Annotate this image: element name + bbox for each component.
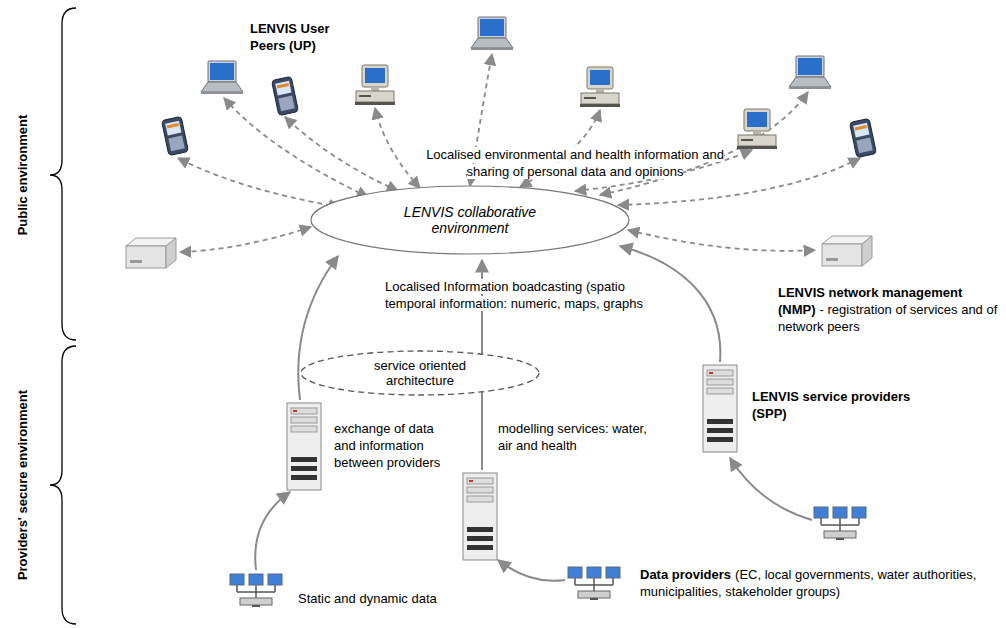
brace [50, 8, 76, 340]
dashed-ellipse: service oriented architecture [300, 350, 540, 396]
text-label: Public environment [15, 115, 30, 236]
text-label: LENVIS User Peers (UP) [250, 21, 329, 53]
text-label: Static and dynamic data [298, 591, 437, 606]
ellipse-shape [311, 186, 629, 254]
server-icon [287, 403, 321, 490]
node-text-holder: service oriented architecture [360, 358, 480, 388]
label-block: modelling services: water, air and healt… [498, 420, 648, 454]
server-icon [463, 473, 497, 560]
label-block: Localised Information boadcasting (spati… [385, 278, 677, 312]
data-provider-icon [230, 574, 282, 607]
phone-icon [849, 118, 876, 157]
ellipse-shape [301, 351, 539, 395]
node-text-holder: LENVIS collaborative environment [380, 204, 560, 236]
server-icon [703, 365, 737, 452]
text-label: exchange of data and information between… [334, 421, 440, 470]
node-text: LENVIS collaborative environment [380, 204, 560, 236]
desktop-icon [580, 67, 620, 107]
brace [50, 346, 76, 624]
laptop-icon [471, 17, 513, 50]
ellipse-node: LENVIS collaborative environment [310, 185, 630, 255]
label-block: LENVIS service providers (SPP) [752, 388, 912, 422]
label-block: Static and dynamic data [298, 590, 468, 607]
desktop-icon [737, 109, 777, 149]
label-block: LENVIS network management (NMP)- registr… [778, 284, 1002, 335]
label-block: Providers' secure environment [14, 390, 31, 580]
nmp-server-icon [822, 236, 872, 266]
data-provider-icon [568, 567, 620, 600]
desktop-icon [355, 65, 395, 105]
node-text: service oriented architecture [360, 358, 480, 388]
phone-icon [271, 76, 298, 115]
phone-icon [161, 116, 188, 155]
label-block: exchange of data and information between… [334, 420, 452, 471]
label-block: LENVIS User Peers (UP) [250, 20, 360, 54]
label-block: Public environment [14, 115, 31, 236]
text-label: modelling services: water, air and healt… [498, 421, 647, 453]
laptop-icon [201, 61, 243, 94]
text-label: Data providers [640, 567, 731, 582]
label-block: Localised environmental and health infor… [415, 146, 735, 180]
data-provider-icon [814, 507, 866, 540]
text-label: LENVIS service providers (SPP) [752, 389, 910, 421]
solid-arrows [255, 246, 812, 581]
label-block: Data providers(EC, local governments, wa… [640, 566, 1002, 600]
laptop-icon [789, 56, 831, 89]
nmp-server-icon [126, 238, 176, 268]
text-label: Providers' secure environment [15, 390, 30, 580]
text-label: Localised environmental and health infor… [426, 147, 724, 179]
text-label: Localised Information boadcasting (spati… [385, 279, 643, 311]
